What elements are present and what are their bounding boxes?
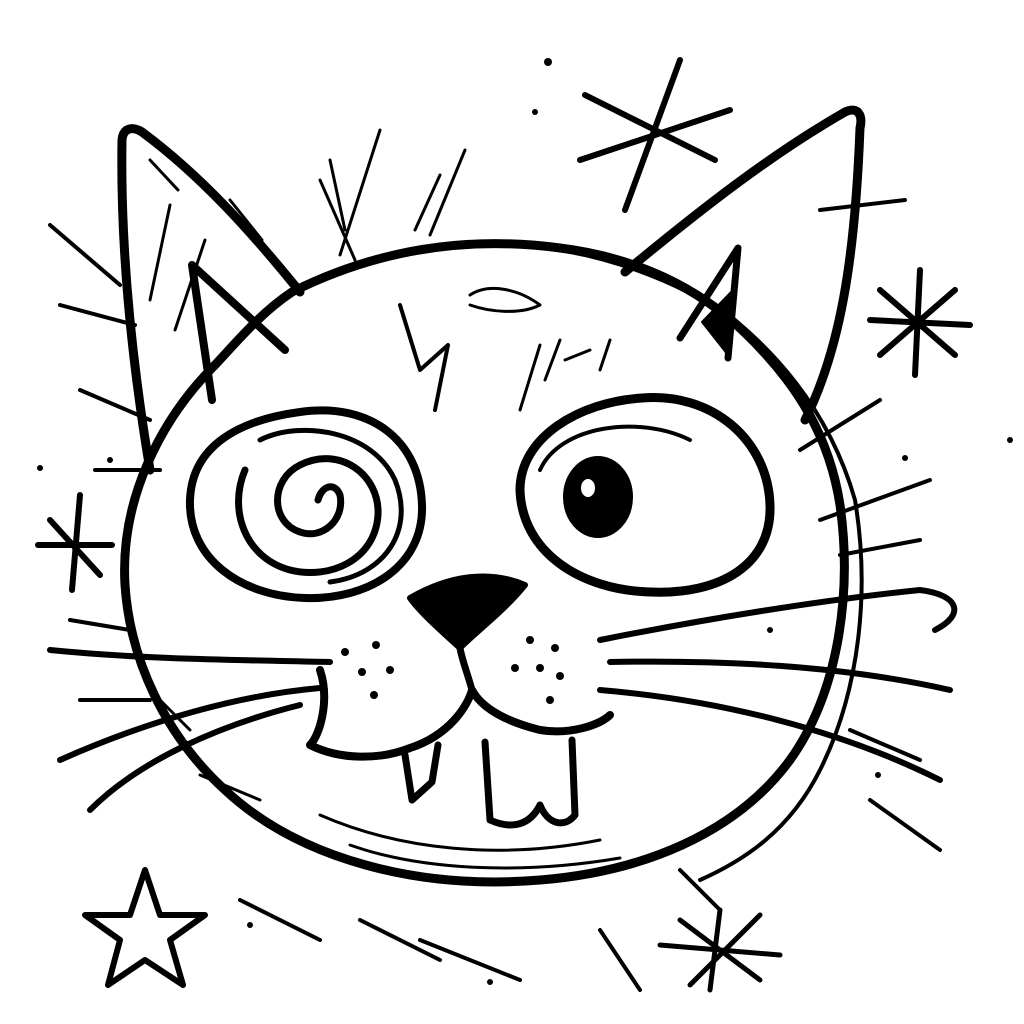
left-sparkle-icon (35, 492, 115, 593)
top-sparkle-icon (577, 57, 733, 213)
left-eye-spiral (235, 455, 382, 577)
bottom-right-sparkle-icon (657, 907, 783, 993)
head-outline-echo (518, 244, 864, 882)
right-cheek-freckles (511, 636, 564, 704)
nose (407, 573, 528, 651)
mouth (306, 666, 614, 761)
right-whiskers (597, 587, 958, 783)
right-ear-shade (701, 287, 736, 356)
forehead-swirl (468, 286, 542, 313)
left-ear (117, 124, 305, 475)
forehead-zigzag (398, 303, 450, 412)
right-eye-pupil (563, 456, 633, 538)
bottom-motion-strokes (238, 868, 722, 992)
front-teeth (481, 736, 579, 829)
left-eye-ring (257, 427, 404, 585)
right-ear (620, 105, 866, 425)
left-ear-inner (188, 261, 289, 404)
left-cheek-freckles (341, 641, 394, 699)
left-eye-outer (185, 406, 427, 603)
left-ear-fur (148, 158, 264, 332)
head-sketch-lines (318, 128, 467, 262)
bottom-left-star-icon (82, 867, 208, 988)
left-fang (401, 741, 442, 804)
right-sparkle-icon (867, 267, 973, 378)
right-eye-outer (515, 393, 775, 597)
left-motion-strokes (48, 223, 162, 702)
ink-dots (37, 58, 1013, 985)
left-whiskers (47, 647, 333, 813)
brow-lashes (518, 338, 612, 412)
head-outline (120, 239, 849, 887)
right-eye-inner-echo (538, 424, 692, 472)
right-eye-highlight (581, 479, 595, 497)
right-motion-strokes (798, 198, 942, 852)
nose-bridge (456, 644, 476, 694)
chin-shading (158, 698, 622, 870)
